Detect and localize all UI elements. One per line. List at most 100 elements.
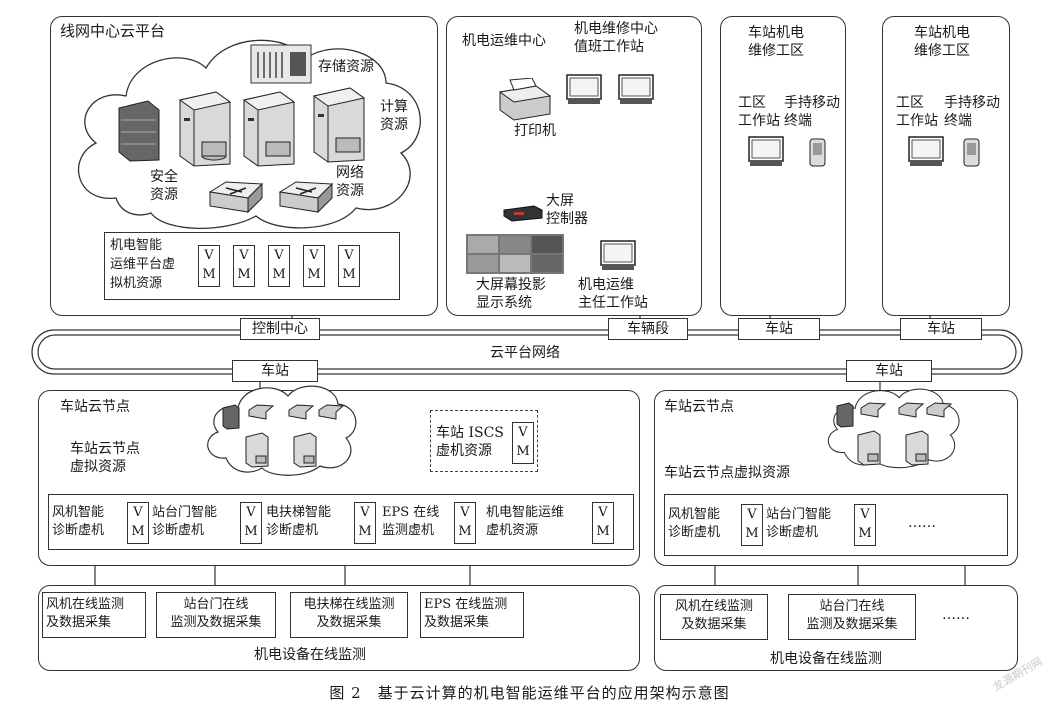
left-monitor-label: 机电设备在线监测	[254, 647, 366, 663]
device-label: 风机在线监测 及数据采集	[46, 597, 125, 630]
vm-ellipsis: ……	[908, 515, 936, 531]
vm-box: V M	[268, 245, 290, 287]
vm-name: 风机智能 诊断虚机	[52, 505, 105, 538]
server-icon	[857, 430, 881, 466]
station-area-title: 车站机电 维修工区	[748, 25, 804, 59]
depot-tag: 车辆段	[608, 318, 688, 340]
device-box	[420, 592, 524, 638]
device-box	[42, 592, 146, 638]
vm-box: V M	[303, 245, 325, 287]
vm-box: V M	[512, 422, 534, 464]
vm-name: 机电智能运维 虚机资源	[486, 505, 565, 538]
firewall-icon	[836, 402, 854, 428]
server-icon	[293, 432, 317, 468]
switch-icon	[898, 402, 924, 418]
storage-icon	[250, 44, 312, 84]
vm-name: 风机智能 诊断虚机	[668, 507, 721, 540]
vm-resource-title: 机电智能 运维平台虚 拟机资源	[110, 238, 176, 291]
left-node-virtual-label: 车站云节点 虚拟资源	[70, 441, 140, 475]
area-workstation-label: 工区 工作站	[896, 95, 938, 129]
station-tag: 车站	[900, 318, 982, 340]
mobile-device-icon	[809, 138, 826, 167]
station-tag: 车站	[738, 318, 820, 340]
device-label: 站台门在线 监测及数据采集	[170, 597, 262, 630]
vm-name: 电扶梯智能 诊断虚机	[266, 505, 332, 538]
device-label: 电扶梯在线监测 及数据采集	[303, 597, 395, 630]
server-icon	[242, 91, 296, 167]
right-vm-row	[664, 494, 1008, 556]
switch-icon	[318, 404, 344, 420]
storage-label: 存储资源	[318, 59, 374, 75]
device-label: 风机在线监测 及数据采集	[674, 599, 753, 632]
projection-display-icon	[466, 234, 564, 274]
right-node-virtual-label: 车站云节点虚拟资源	[664, 465, 790, 481]
figure-caption: 图 2 基于云计算的机电智能运维平台的应用架构示意图	[329, 684, 730, 702]
cloud-network-label: 云平台网络	[490, 345, 560, 361]
vm-box: V M	[454, 502, 476, 544]
cloud-shape	[207, 385, 357, 476]
left-node-title: 车站云节点	[60, 399, 130, 415]
right-station-tag: 车站	[846, 360, 932, 382]
station-area-panel	[882, 16, 1010, 316]
device-box	[290, 592, 408, 638]
vm-box: V M	[198, 245, 220, 287]
switch-icon	[248, 404, 274, 420]
vm-box: V M	[592, 502, 614, 544]
duty-station-label: 机电维修中心 值班工作站	[574, 21, 658, 55]
right-node-title: 车站云节点	[664, 399, 734, 415]
vm-box: V M	[338, 245, 360, 287]
vm-box: V M	[354, 502, 376, 544]
screen-controller-label: 大屏 控制器	[546, 193, 588, 227]
station-area-panel	[720, 16, 846, 316]
iscs-panel	[430, 410, 538, 472]
left-station-tag: 车站	[232, 360, 318, 382]
area-workstation-label: 工区 工作站	[738, 95, 780, 129]
vm-name: 站台门智能 诊断虚机	[152, 505, 218, 538]
compute-label: 计算 资源	[380, 99, 408, 133]
server-icon	[245, 432, 269, 468]
switch-icon	[278, 181, 334, 214]
switch-icon	[860, 402, 886, 418]
server-icon	[178, 91, 232, 167]
switch-icon	[288, 404, 314, 420]
monitor-icon	[618, 74, 654, 104]
director-station-label: 机电运维 主任工作站	[578, 277, 648, 311]
vm-name: 站台门智能 诊断虚机	[766, 507, 832, 540]
station-area-title: 车站机电 维修工区	[914, 25, 970, 59]
maintenance-center-title: 机电运维中心	[462, 33, 546, 49]
switch-icon	[208, 181, 264, 214]
printer-icon	[498, 78, 552, 121]
monitor-icon	[748, 136, 784, 166]
vm-box: V M	[240, 502, 262, 544]
device-label: EPS 在线监测 及数据采集	[424, 597, 508, 630]
device-box	[156, 592, 276, 638]
security-label: 安全 资源	[150, 169, 178, 203]
mobile-terminal-label: 手持移动 终端	[944, 95, 1000, 129]
screen-controller-icon	[503, 205, 543, 222]
vm-box: V M	[233, 245, 255, 287]
network-resource-label: 网络 资源	[336, 165, 364, 199]
device-label: 站台门在线 监测及数据采集	[806, 599, 898, 632]
iscs-label: 车站 ISCS 虚机资源	[436, 425, 504, 459]
device-ellipsis: ……	[942, 607, 970, 623]
firewall-icon	[222, 404, 240, 430]
monitor-icon	[908, 136, 944, 166]
projection-label: 大屏幕投影 显示系统	[476, 277, 546, 311]
switch-icon	[926, 402, 952, 418]
mobile-device-icon	[963, 138, 980, 167]
mobile-terminal-label: 手持移动 终端	[784, 95, 840, 129]
device-box	[660, 594, 768, 640]
vm-box: V M	[741, 504, 763, 546]
monitor-icon	[566, 74, 602, 104]
vm-box: V M	[854, 504, 876, 546]
vm-box: V M	[127, 502, 149, 544]
monitor-icon	[600, 240, 636, 270]
control-center-tag: 控制中心	[240, 318, 320, 340]
server-icon	[312, 87, 366, 163]
vm-name: EPS 在线 监测虚机	[382, 505, 440, 538]
server-icon	[905, 430, 929, 466]
firewall-icon	[118, 100, 160, 162]
right-monitor-label: 机电设备在线监测	[770, 651, 882, 667]
device-box	[788, 594, 916, 640]
printer-label: 打印机	[514, 123, 556, 139]
